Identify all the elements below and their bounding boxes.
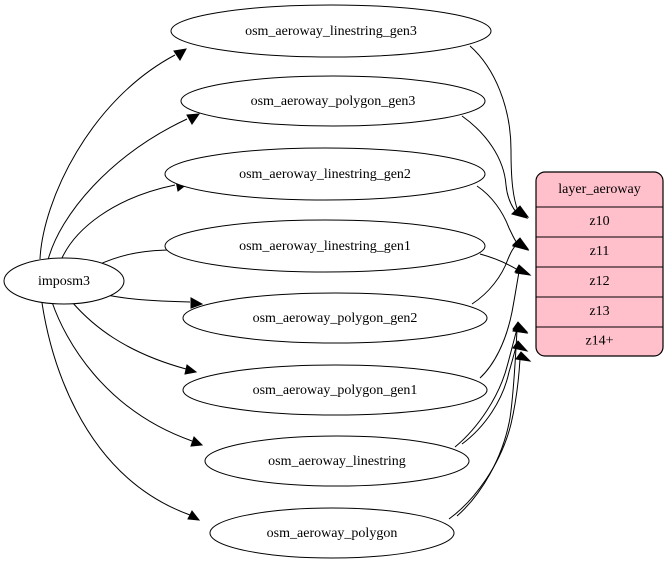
osm_aeroway_polygon-ellipse[interactable] bbox=[209, 507, 455, 559]
edge-osm_aeroway_polygon-to-z13-secondary[interactable] bbox=[456, 322, 529, 517]
osm_aeroway_linestring_gen1-ellipse[interactable] bbox=[164, 219, 486, 273]
edge-osm_aeroway_polygon_gen3-to-z10[interactable] bbox=[461, 115, 529, 219]
table-cells bbox=[536, 172, 663, 356]
table-row-cell-z11[interactable] bbox=[536, 236, 663, 268]
imposm3-label: imposm3 bbox=[38, 274, 90, 289]
table-row-label-z14: z14+ bbox=[585, 334, 613, 349]
table-border bbox=[535, 171, 664, 357]
node-osm_aeroway_polygon_gen3[interactable]: osm_aeroway_polygon_gen3 bbox=[180, 75, 486, 127]
edge-imposm3-to-osm_aeroway_polygon[interactable] bbox=[41, 302, 201, 521]
table-row-label-z12: z12 bbox=[589, 274, 609, 289]
table-row-label-z10: z10 bbox=[589, 214, 609, 229]
edge-imposm3-to-osm_aeroway_linestring_gen3[interactable] bbox=[39, 48, 187, 260]
osm_aeroway_polygon_gen2-label: osm_aeroway_polygon_gen2 bbox=[253, 311, 418, 326]
node-osm_aeroway_linestring_gen3[interactable]: osm_aeroway_linestring_gen3 bbox=[170, 4, 492, 58]
osm_aeroway_polygon_gen2-ellipse[interactable] bbox=[182, 292, 488, 344]
edge-osm_aeroway_polygon_gen2-to-z11[interactable] bbox=[471, 238, 530, 305]
table-header-label: layer_aeroway bbox=[558, 182, 640, 197]
osm_aeroway_polygon_gen1-label: osm_aeroway_polygon_gen1 bbox=[253, 383, 418, 398]
node-osm_aeroway_polygon[interactable]: osm_aeroway_polygon bbox=[209, 507, 455, 559]
osm_aeroway_polygon_gen3-ellipse[interactable] bbox=[180, 75, 486, 127]
node-osm_aeroway_polygon_gen2[interactable]: osm_aeroway_polygon_gen2 bbox=[182, 292, 488, 344]
node-layer_aeroway-table[interactable]: layer_aeroway z10 z11 z12 z13 z14+ bbox=[535, 171, 664, 357]
node-osm_aeroway_linestring_gen1[interactable]: osm_aeroway_linestring_gen1 bbox=[164, 219, 486, 273]
table-row-cell-z12[interactable] bbox=[536, 266, 663, 298]
osm_aeroway_linestring_gen2-label: osm_aeroway_linestring_gen2 bbox=[239, 167, 411, 182]
edge-imposm3-to-osm_aeroway_polygon_gen1[interactable] bbox=[71, 301, 198, 375]
node-osm_aeroway_polygon_gen1[interactable]: osm_aeroway_polygon_gen1 bbox=[182, 364, 488, 416]
osm_aeroway_linestring_gen3-label: osm_aeroway_linestring_gen3 bbox=[245, 24, 417, 39]
table-row-label-z11: z11 bbox=[590, 244, 610, 259]
osm_aeroway_polygon_gen3-label: osm_aeroway_polygon_gen3 bbox=[251, 94, 416, 109]
table-row-label-z13: z13 bbox=[589, 304, 609, 319]
osm_aeroway_polygon_gen1-ellipse[interactable] bbox=[182, 364, 488, 416]
table-row-cell-z13[interactable] bbox=[536, 296, 663, 328]
osm_aeroway_linestring_gen1-label: osm_aeroway_linestring_gen1 bbox=[239, 239, 411, 254]
osm_aeroway_linestring_gen3-ellipse[interactable] bbox=[170, 4, 492, 58]
edge-osm_aeroway_polygon-to-z14[interactable] bbox=[448, 351, 532, 520]
edge-imposm3-to-osm_aeroway_linestring[interactable] bbox=[51, 301, 204, 447]
imposm3-ellipse[interactable] bbox=[3, 257, 125, 305]
node-imposm3[interactable]: imposm3 bbox=[3, 257, 125, 305]
osm_aeroway_linestring_gen2-ellipse[interactable] bbox=[164, 147, 486, 201]
node-osm_aeroway_linestring[interactable]: osm_aeroway_linestring bbox=[204, 435, 470, 487]
node-osm_aeroway_linestring_gen2[interactable]: osm_aeroway_linestring_gen2 bbox=[164, 147, 486, 201]
osm_aeroway_linestring-label: osm_aeroway_linestring bbox=[268, 454, 406, 469]
osm_aeroway_linestring-ellipse[interactable] bbox=[204, 435, 470, 487]
table-row-cell-z14[interactable] bbox=[536, 326, 663, 356]
edge-group-sources-to-layer bbox=[448, 45, 532, 520]
edge-osm_aeroway_polygon_gen1-to-z12[interactable] bbox=[479, 264, 531, 379]
edge-imposm3-to-osm_aeroway_polygon_gen2[interactable] bbox=[101, 293, 204, 309]
edge-osm_aeroway_linestring_gen3-to-z10[interactable] bbox=[469, 45, 530, 218]
osm_aeroway_polygon-label: osm_aeroway_polygon bbox=[267, 526, 398, 541]
edge-imposm3-to-osm_aeroway_polygon_gen3[interactable] bbox=[47, 113, 201, 261]
table-row-cell-z10[interactable] bbox=[536, 206, 663, 238]
